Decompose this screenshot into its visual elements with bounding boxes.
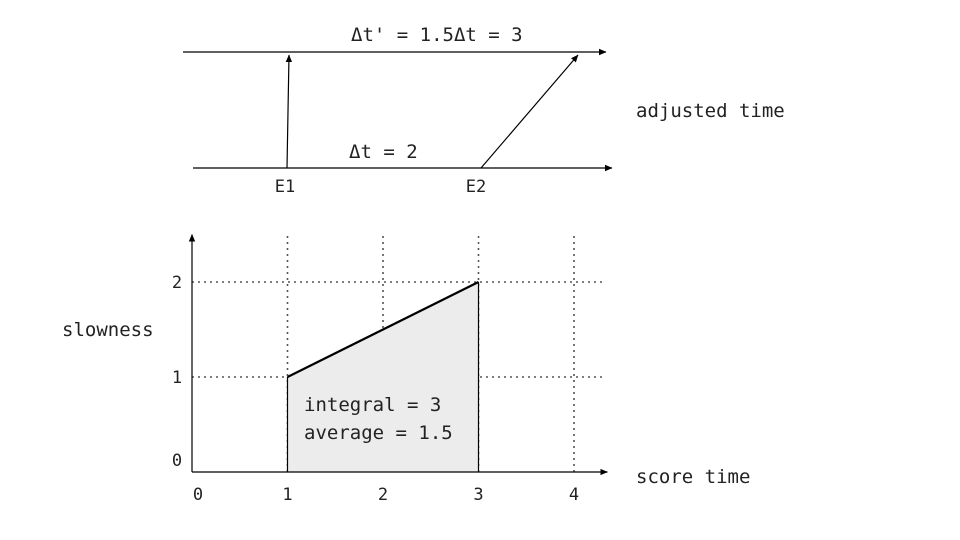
adjusted-time-label: adjusted time [636,100,785,122]
y-tick-labels: 0 1 2 [172,273,182,471]
slowness-curve [287,281,479,378]
y-axis-label: slowness [62,319,154,341]
x-tick-2: 2 [378,485,388,505]
x-tick-1: 1 [282,485,292,505]
slowness-chart: 0 1 2 3 4 0 1 2 slowness score time integral =… [62,234,750,505]
x-tick-3: 3 [473,485,483,505]
y-tick-2: 2 [172,273,182,293]
y-tick-0: 0 [172,451,182,471]
timeline-diagram: Δt' = 1.5Δt = 3 Δt = 2 E1 E2 adjusted ti… [183,24,785,197]
x-tick-0: 0 [193,485,203,505]
integral-annotation: integral = 3 [304,394,441,416]
x-axis-label: score time [636,466,750,488]
integral-area [287,282,479,472]
average-annotation: average = 1.5 [304,422,453,444]
event1-label: E1 [275,177,295,197]
y-tick-1: 1 [172,368,182,388]
event2-label: E2 [466,177,486,197]
score-duration-label: Δt = 2 [349,141,418,163]
x-tick-4: 4 [569,485,579,505]
event2-mapping-arrow [480,54,579,169]
x-tick-labels: 0 1 2 3 4 [193,485,579,505]
event1-mapping-arrow [285,54,293,169]
adjusted-duration-label: Δt' = 1.5Δt = 3 [351,24,523,46]
